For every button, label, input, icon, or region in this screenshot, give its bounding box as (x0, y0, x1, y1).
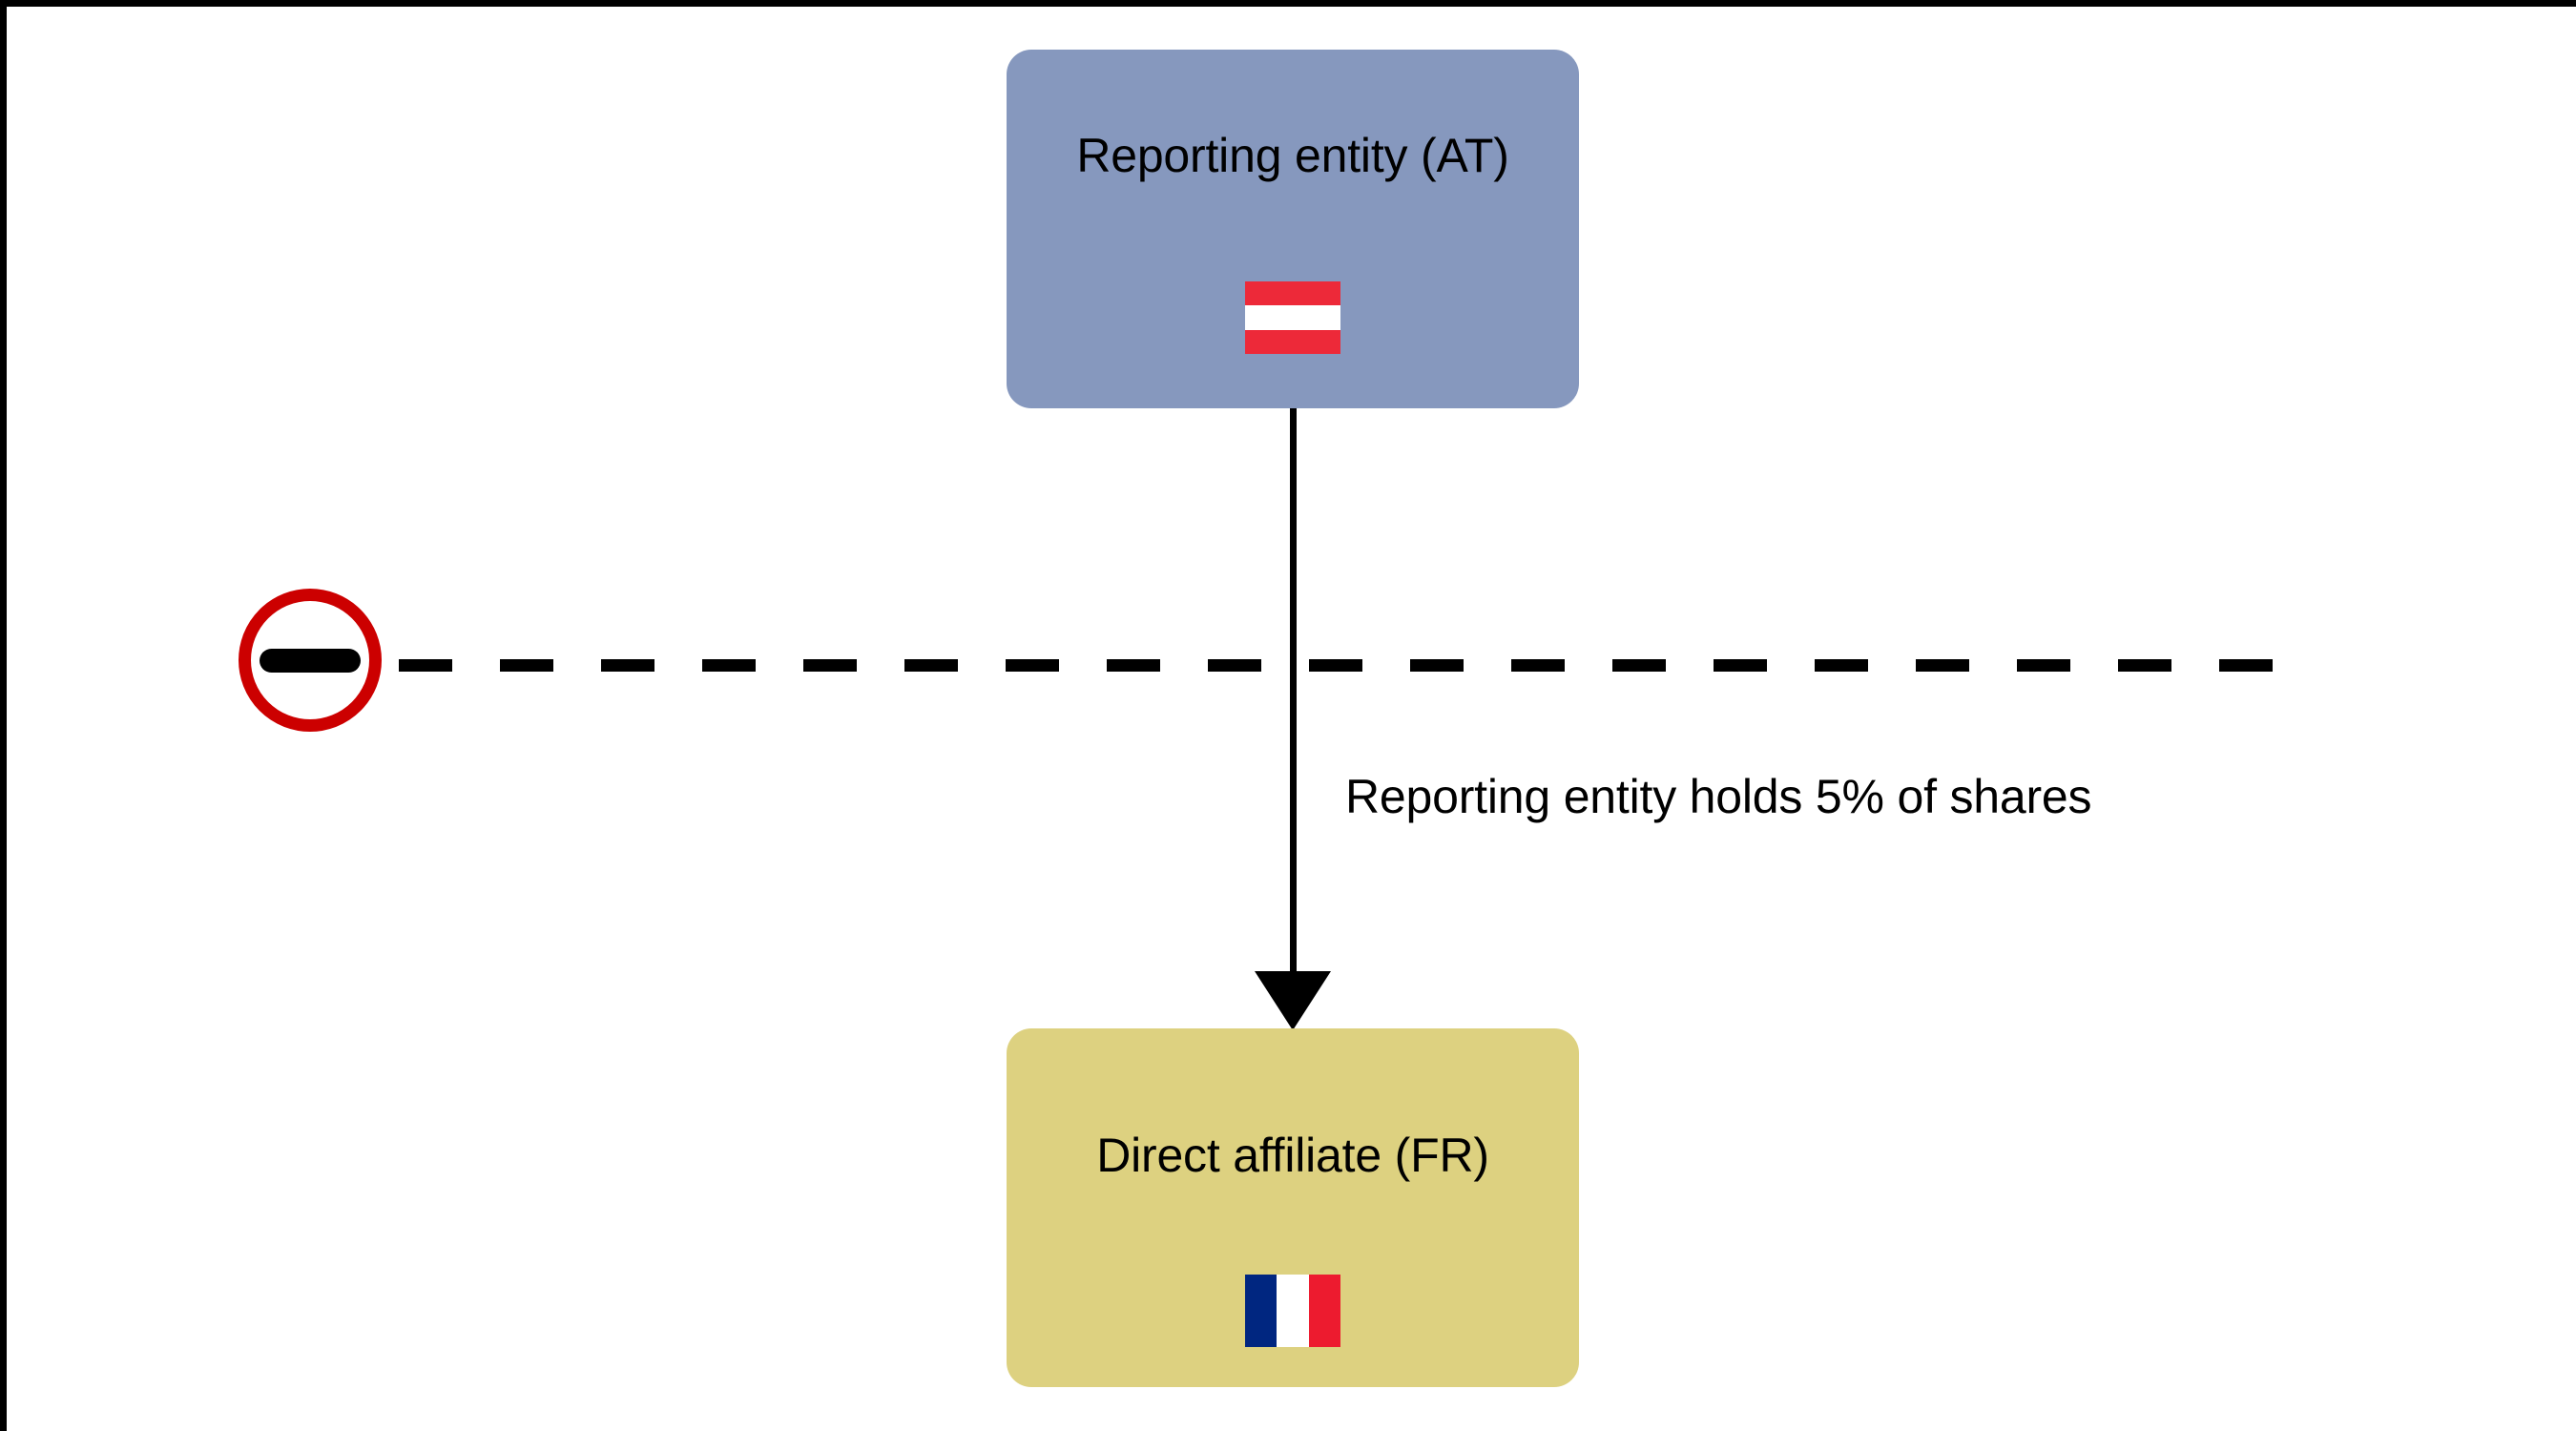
threshold-dashed-line (399, 659, 2305, 672)
flag-austria-icon (1245, 281, 1340, 354)
flag-austria-band-top (1245, 281, 1340, 306)
canvas-frame-top-edge (0, 0, 2576, 7)
flag-austria-band-bottom (1245, 329, 1340, 354)
canvas-frame-left-edge (0, 0, 7, 1431)
no-entry-icon-bar (260, 649, 361, 673)
flag-france-band-left (1245, 1275, 1278, 1347)
ownership-edge-line (1290, 408, 1297, 976)
flag-france-band-right (1308, 1275, 1340, 1347)
no-entry-icon (239, 589, 382, 732)
flag-france-icon (1245, 1275, 1340, 1347)
flag-france-band-middle (1277, 1275, 1309, 1347)
node-direct-affiliate[interactable]: Direct affiliate (FR) (1007, 1028, 1579, 1387)
node-reporting-entity[interactable]: Reporting entity (AT) (1007, 50, 1579, 408)
node-reporting-entity-label: Reporting entity (AT) (1076, 129, 1509, 182)
ownership-edge-arrowhead-icon (1255, 971, 1331, 1030)
ownership-edge-caption: Reporting entity holds 5% of shares (1345, 770, 2092, 823)
flag-austria-band-middle (1245, 305, 1340, 330)
node-direct-affiliate-label: Direct affiliate (FR) (1096, 1129, 1489, 1182)
